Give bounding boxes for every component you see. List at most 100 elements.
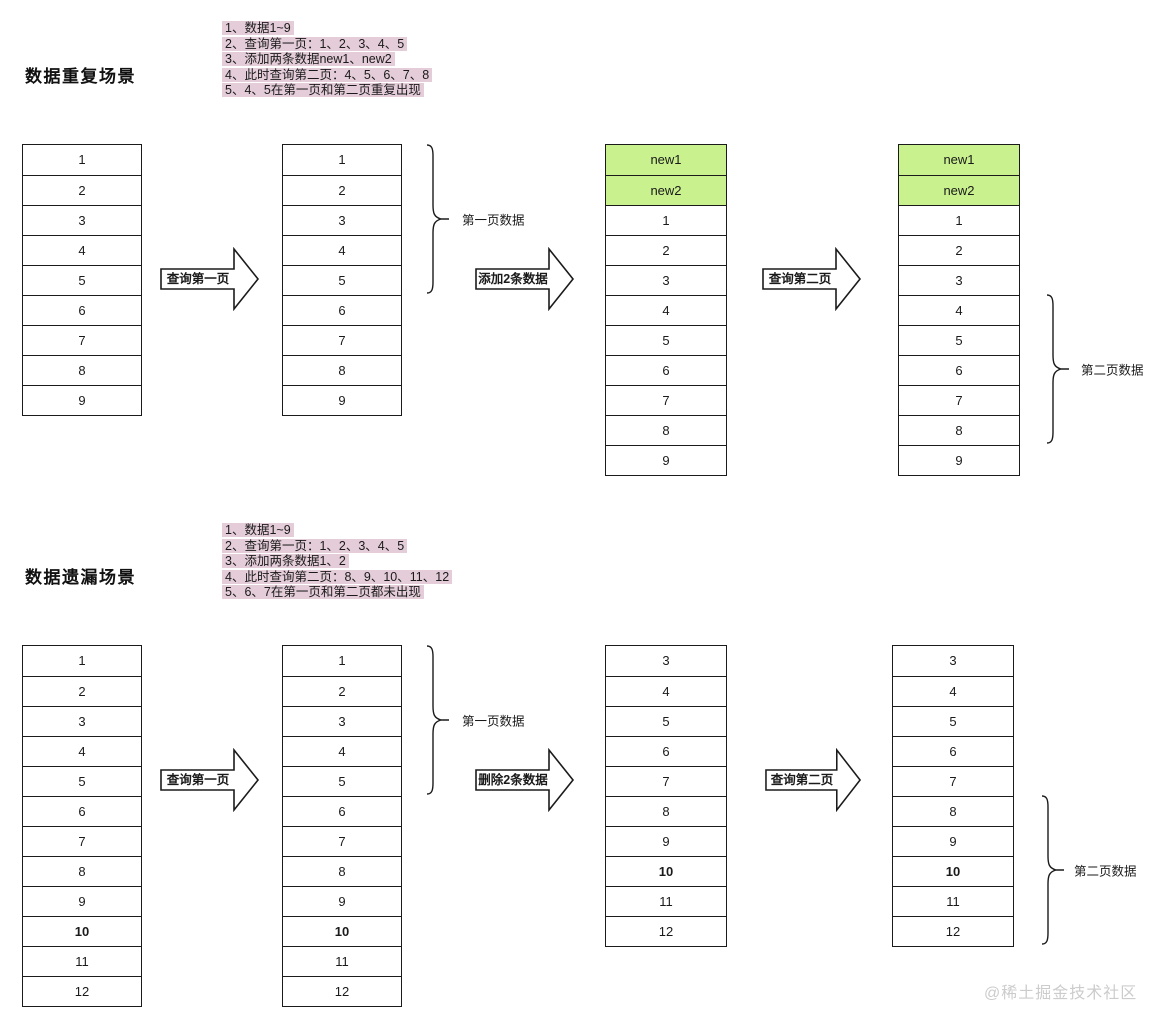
note-text: 1、数据1~9 bbox=[222, 21, 294, 35]
table-cell: 3 bbox=[283, 205, 401, 235]
table-cell: 3 bbox=[606, 265, 726, 295]
arrow-label: 查询第二页 bbox=[770, 773, 834, 787]
table-cell: 5 bbox=[23, 766, 141, 796]
table-cell: 4 bbox=[283, 736, 401, 766]
block-arrow-icon bbox=[160, 748, 260, 812]
table-cell: 4 bbox=[893, 676, 1013, 706]
table-cell: 5 bbox=[283, 766, 401, 796]
curly-brace-icon bbox=[1041, 293, 1071, 445]
table-cell: 1 bbox=[23, 145, 141, 175]
note-line: 4、此时查询第二页：4、5、6、7、8 bbox=[222, 67, 433, 84]
table-cell: 3 bbox=[606, 646, 726, 676]
table-cell: 5 bbox=[606, 706, 726, 736]
arrow-label: 查询第一页 bbox=[166, 773, 230, 787]
note-text: 4、此时查询第二页：8、9、10、11、12 bbox=[222, 569, 453, 584]
note-text: 2、查询第一页：1、2、3、4、5 bbox=[222, 538, 408, 553]
table-cell: 4 bbox=[23, 235, 141, 265]
table-cell: 2 bbox=[23, 676, 141, 706]
table-cell: 1 bbox=[23, 646, 141, 676]
table-cell: 7 bbox=[606, 385, 726, 415]
table-cell: 9 bbox=[899, 445, 1019, 475]
table-cell: 2 bbox=[606, 235, 726, 265]
table-cell: 8 bbox=[899, 415, 1019, 445]
table-cell: 5 bbox=[893, 706, 1013, 736]
table-cell: 9 bbox=[893, 826, 1013, 856]
table-cell: 10 bbox=[893, 856, 1013, 886]
table-cell: 7 bbox=[23, 325, 141, 355]
arrow-label: 查询第二页 bbox=[768, 272, 832, 286]
table-cell: 5 bbox=[899, 325, 1019, 355]
table-cell: 9 bbox=[23, 385, 141, 415]
note-text: 4、此时查询第二页：4、5、6、7、8 bbox=[222, 67, 433, 82]
table-cell: 5 bbox=[283, 265, 401, 295]
table-cell: 2 bbox=[23, 175, 141, 205]
table-cell: 1 bbox=[283, 646, 401, 676]
table-cell: 6 bbox=[606, 355, 726, 385]
table-cell: 11 bbox=[23, 946, 141, 976]
table-cell: 11 bbox=[606, 886, 726, 916]
watermark: @稀土掘金技术社区 bbox=[984, 985, 1138, 1002]
table-cell: 12 bbox=[606, 916, 726, 946]
table-cell: 9 bbox=[606, 826, 726, 856]
table-cell: 6 bbox=[23, 796, 141, 826]
note-line: 3、添加两条数据new1、new2 bbox=[222, 52, 432, 68]
curly-brace-icon bbox=[1036, 794, 1066, 946]
table-cell: 10 bbox=[283, 916, 401, 946]
arrow-label: 查询第一页 bbox=[166, 272, 230, 286]
curly-brace-icon bbox=[421, 143, 451, 295]
note-line: 1、数据1~9 bbox=[222, 21, 432, 37]
brace-label: 第二页数据 bbox=[1081, 363, 1144, 378]
table-cell: 3 bbox=[23, 706, 141, 736]
brace-label: 第二页数据 bbox=[1074, 864, 1137, 879]
table-cell: 3 bbox=[893, 646, 1013, 676]
note-text: 2、查询第一页：1、2、3、4、5 bbox=[222, 36, 408, 51]
table-cell: 8 bbox=[606, 415, 726, 445]
table-cell: 8 bbox=[23, 355, 141, 385]
table-cell: 6 bbox=[283, 796, 401, 826]
table-cell: 12 bbox=[23, 976, 141, 1006]
table-cell: 7 bbox=[893, 766, 1013, 796]
brace-label: 第一页数据 bbox=[462, 213, 525, 228]
note-line: 3、添加两条数据1、2 bbox=[222, 554, 452, 570]
table-cell: 3 bbox=[23, 205, 141, 235]
note-line: 4、此时查询第二页：8、9、10、11、12 bbox=[222, 569, 453, 586]
note-line: 1、数据1~9 bbox=[222, 523, 452, 539]
table-cell: 7 bbox=[23, 826, 141, 856]
table-cell: new1 bbox=[899, 145, 1019, 175]
table-cell: 5 bbox=[23, 265, 141, 295]
table-cell: 1 bbox=[606, 205, 726, 235]
note-line: 5、6、7在第一页和第二页都未出现 bbox=[222, 585, 452, 601]
brace-label: 第一页数据 bbox=[462, 714, 525, 729]
block-arrow-icon bbox=[765, 748, 862, 812]
table-cell: 2 bbox=[283, 676, 401, 706]
table-cell: 2 bbox=[283, 175, 401, 205]
table-cell: 9 bbox=[283, 385, 401, 415]
table-cell: 4 bbox=[606, 676, 726, 706]
table-cell: 6 bbox=[23, 295, 141, 325]
curly-brace-icon bbox=[421, 644, 451, 796]
note-text: 5、6、7在第一页和第二页都未出现 bbox=[222, 585, 424, 600]
table-cell: 8 bbox=[23, 856, 141, 886]
table-cell: 4 bbox=[23, 736, 141, 766]
note-line: 2、查询第一页：1、2、3、4、5 bbox=[222, 538, 452, 555]
arrow-label: 删除2条数据 bbox=[478, 773, 548, 787]
table-cell: 9 bbox=[606, 445, 726, 475]
table-cell: 12 bbox=[893, 916, 1013, 946]
note-text: 3、添加两条数据1、2 bbox=[222, 554, 349, 569]
section-title: 数据遗漏场景 bbox=[25, 568, 136, 587]
table-cell: 1 bbox=[899, 205, 1019, 235]
table-cell: 10 bbox=[23, 916, 141, 946]
table-cell: 10 bbox=[606, 856, 726, 886]
table-cell: 6 bbox=[606, 736, 726, 766]
arrow-label: 添加2条数据 bbox=[478, 272, 548, 286]
